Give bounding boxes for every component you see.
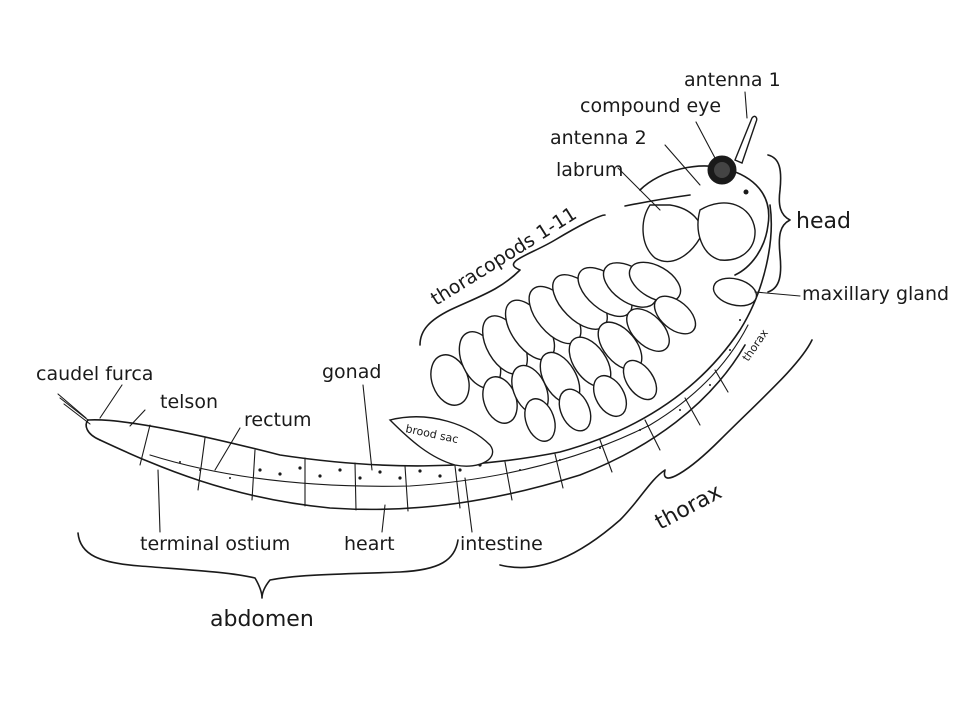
body-outline	[85, 204, 773, 511]
label-thorax: thorax	[651, 480, 726, 536]
head-shape	[624, 115, 770, 307]
head-brace	[767, 154, 791, 293]
maxillary-gland-shape	[712, 277, 758, 307]
antenna-2-shape	[624, 194, 691, 207]
caudal-furca-shape	[57, 393, 91, 425]
thoracopods-shape	[430, 261, 697, 442]
brood-sac-shape	[388, 416, 494, 467]
body-segments	[139, 369, 729, 512]
label-compound-eye: compound eye	[580, 95, 721, 117]
label-labrum: labrum	[556, 159, 623, 181]
label-caudal-furca: caudel furca	[36, 363, 153, 385]
abdomen-brace	[77, 532, 459, 599]
label-rectum: rectum	[244, 409, 312, 431]
braces	[77, 154, 813, 599]
label-head: head	[796, 209, 851, 234]
label-telson: telson	[160, 391, 218, 413]
label-heart: heart	[344, 533, 395, 555]
label-antenna-2: antenna 2	[550, 127, 647, 149]
antenna-1-shape	[734, 115, 758, 164]
leader-lines	[99, 91, 801, 533]
label-antenna-1: antenna 1	[684, 69, 781, 91]
labrum-shape	[642, 204, 702, 263]
thorax-brace	[499, 339, 813, 569]
thoracopods-brace	[419, 214, 606, 346]
label-gonad: gonad	[322, 361, 381, 383]
label-intestine: intestine	[460, 533, 543, 555]
label-terminal-ostium: terminal ostium	[140, 533, 290, 555]
tissue-stipple	[179, 319, 741, 480]
label-abdomen: abdomen	[210, 607, 314, 632]
label-maxillary-gland: maxillary gland	[802, 283, 949, 305]
